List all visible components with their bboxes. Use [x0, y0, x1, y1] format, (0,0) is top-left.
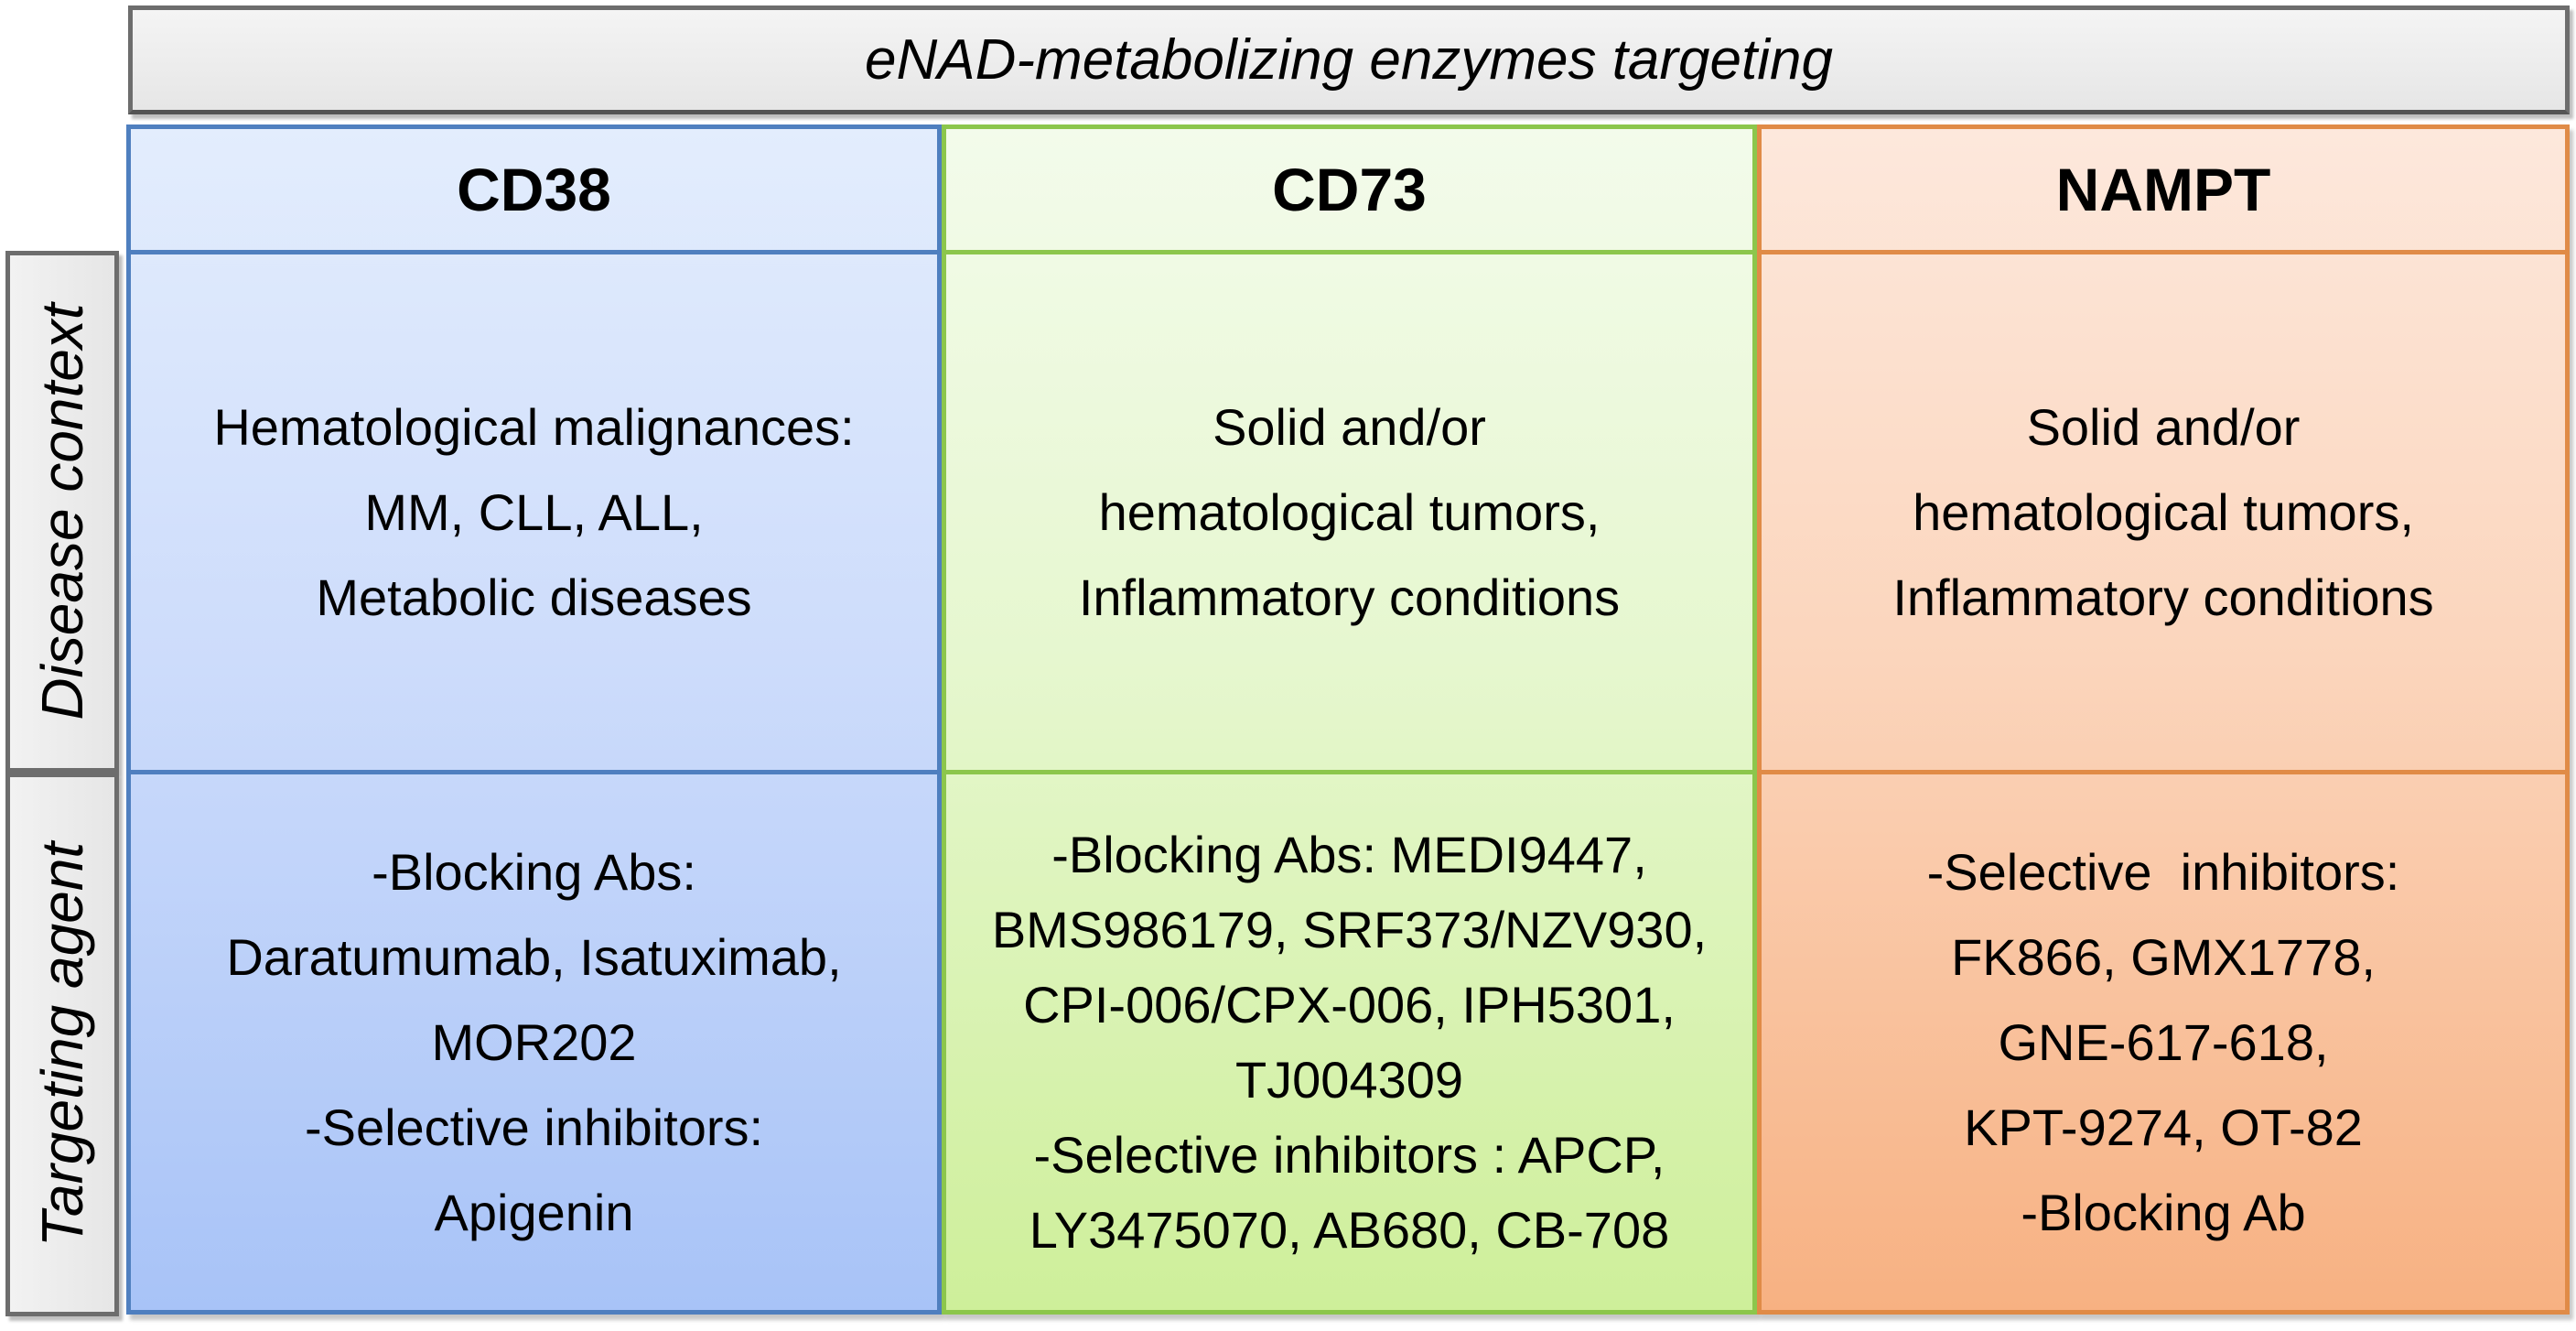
- title-text: eNAD-metabolizing enzymes targeting: [865, 28, 1833, 92]
- row-label-targeting-agent: Targeting agent: [5, 773, 119, 1316]
- cell-text-line: Daratumumab, Isatuximab,: [226, 928, 842, 986]
- divider: [131, 770, 937, 774]
- cell-cd38-disease-context: Hematological malignances: MM, CLL, ALL,…: [131, 254, 937, 770]
- column-cd73: CD73 Solid and/or hematological tumors, …: [942, 124, 1757, 1315]
- cell-nampt-disease-context: Solid and/or hematological tumors, Infla…: [1762, 254, 2565, 770]
- cell-text-line: -Selective inhibitors:: [304, 1098, 764, 1156]
- cell-text-line: Solid and/or: [2026, 398, 2301, 456]
- cell-text-line: KPT-9274, OT-82: [1964, 1098, 2363, 1156]
- column-header-cd73: CD73: [1272, 156, 1427, 223]
- cell-text-line: CPI-006/CPX-006, IPH5301,: [1023, 975, 1676, 1033]
- cell-text-line: Metabolic diseases: [316, 568, 752, 626]
- cell-text-line: MOR202: [431, 1013, 637, 1071]
- row-label-targeting-text: Targeting agent: [29, 841, 95, 1248]
- cell-text-line: Solid and/or: [1213, 398, 1486, 456]
- cell-cd73-targeting-agent: -Blocking Abs: MEDI9447, BMS986179, SRF3…: [946, 774, 1752, 1310]
- cell-text-line: MM, CLL, ALL,: [364, 483, 704, 541]
- cell-text-line: hematological tumors,: [1098, 483, 1601, 541]
- cell-text-line: TJ004309: [1234, 1050, 1464, 1109]
- cell-text-line: FK866, GMX1778,: [1951, 928, 2376, 986]
- cell-text-line: LY3475070, AB680, CB-708: [1029, 1200, 1670, 1259]
- diagram-title: eNAD-metabolizing enzymes targeting: [128, 5, 2570, 114]
- divider: [131, 250, 937, 254]
- divider: [946, 770, 1752, 774]
- cell-text-line: Inflammatory conditions: [1078, 568, 1621, 626]
- cell-text-line: Apigenin: [434, 1184, 634, 1241]
- divider: [946, 250, 1752, 254]
- cell-text-line: hematological tumors,: [1913, 483, 2414, 541]
- column-header-nampt: NAMPT: [2055, 156, 2271, 223]
- row-label-disease-text: Disease context: [29, 303, 95, 720]
- cell-text-line: -Blocking Ab: [2021, 1184, 2306, 1241]
- divider: [1762, 770, 2565, 774]
- cell-text-line: -Blocking Abs: MEDI9447,: [1051, 825, 1647, 883]
- row-label-disease-context: Disease context: [5, 251, 119, 773]
- cell-text-line: -Selective inhibitors : APCP,: [1033, 1125, 1665, 1184]
- cell-text-line: Hematological malignances:: [213, 398, 855, 456]
- cell-text-line: -Selective inhibitors:: [1926, 843, 2400, 901]
- column-header-cd38: CD38: [457, 156, 611, 223]
- column-cd38: CD38 Hematological malignances: MM, CLL,…: [126, 124, 942, 1315]
- cell-nampt-targeting-agent: -Selective inhibitors: FK866, GMX1778, G…: [1762, 774, 2565, 1310]
- cell-cd73-disease-context: Solid and/or hematological tumors, Infla…: [946, 254, 1752, 770]
- cell-text-line: Inflammatory conditions: [1892, 568, 2434, 626]
- divider: [1762, 250, 2565, 254]
- cell-cd38-targeting-agent: -Blocking Abs: Daratumumab, Isatuximab, …: [131, 774, 937, 1310]
- cell-text-line: -Blocking Abs:: [372, 843, 696, 901]
- cell-text-line: GNE-617-618,: [1998, 1013, 2329, 1071]
- column-nampt: NAMPT Solid and/or hematological tumors,…: [1757, 124, 2570, 1315]
- cell-text-line: BMS986179, SRF373/NZV930,: [991, 900, 1708, 958]
